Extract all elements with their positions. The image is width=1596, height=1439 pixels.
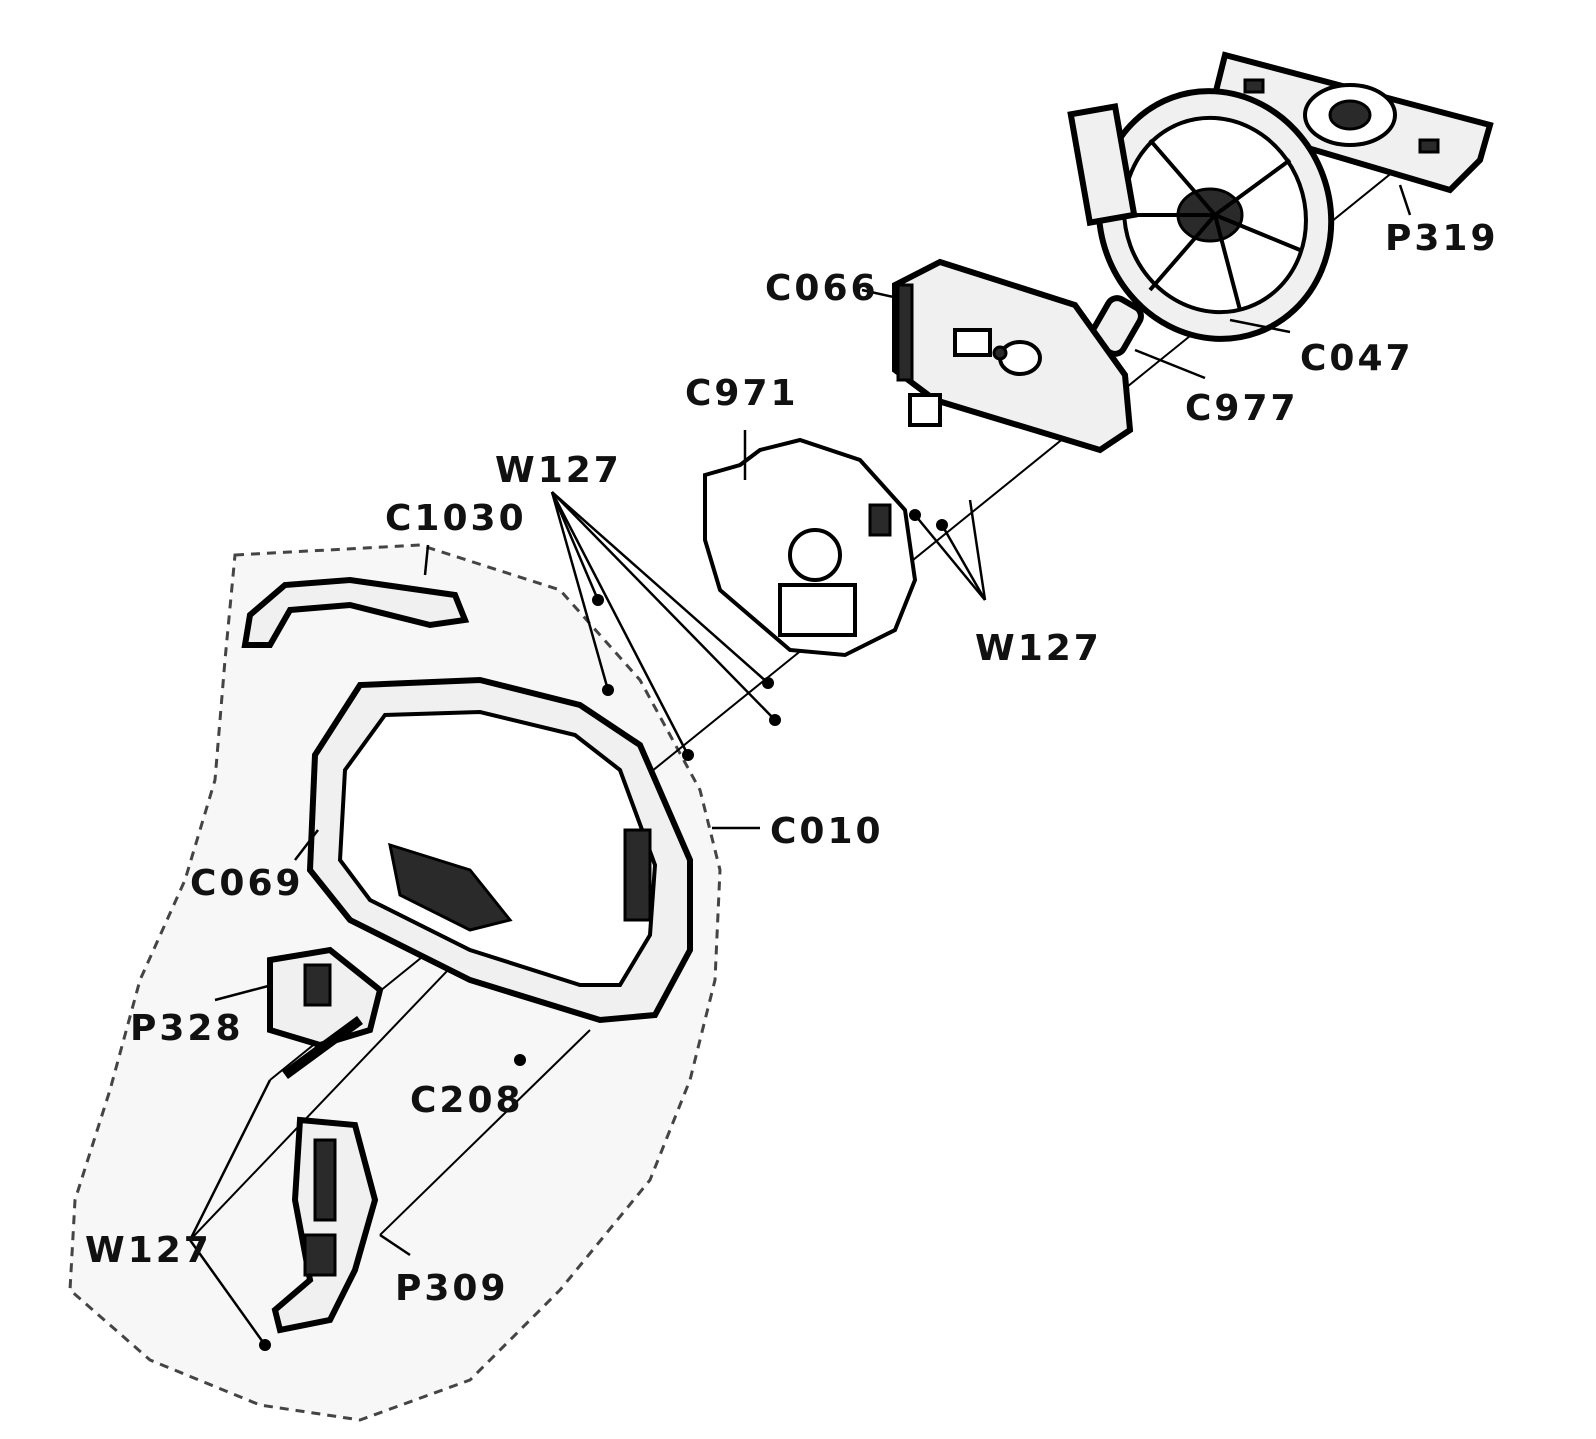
part-c010 xyxy=(306,676,693,1024)
part-c1030 xyxy=(241,576,470,648)
label-p328: P328 xyxy=(130,1008,244,1049)
part-c047 xyxy=(1067,88,1335,342)
explosion-axis-c208 xyxy=(379,1029,591,1236)
label-c971: C971 xyxy=(685,373,799,414)
part-c971 xyxy=(703,437,918,658)
label-c977: C977 xyxy=(1185,388,1299,429)
label-c047: C047 xyxy=(1300,338,1414,379)
part-p309 xyxy=(271,1116,379,1334)
label-w127-bottom: W127 xyxy=(85,1230,212,1271)
label-p309: P309 xyxy=(395,1268,509,1309)
label-w127-top: W127 xyxy=(495,450,622,491)
label-c069: C069 xyxy=(190,863,304,904)
part-c066 xyxy=(892,258,1134,454)
label-c066: C066 xyxy=(765,268,879,309)
label-c010: C010 xyxy=(770,811,884,852)
label-c208: C208 xyxy=(410,1080,524,1121)
label-p319: P319 xyxy=(1385,218,1499,259)
leader-lines xyxy=(188,184,1412,1346)
part-p319 xyxy=(1211,51,1494,194)
label-w127-right: W127 xyxy=(975,628,1102,669)
label-c1030: C1030 xyxy=(385,498,527,539)
part-p328 xyxy=(267,946,384,1080)
